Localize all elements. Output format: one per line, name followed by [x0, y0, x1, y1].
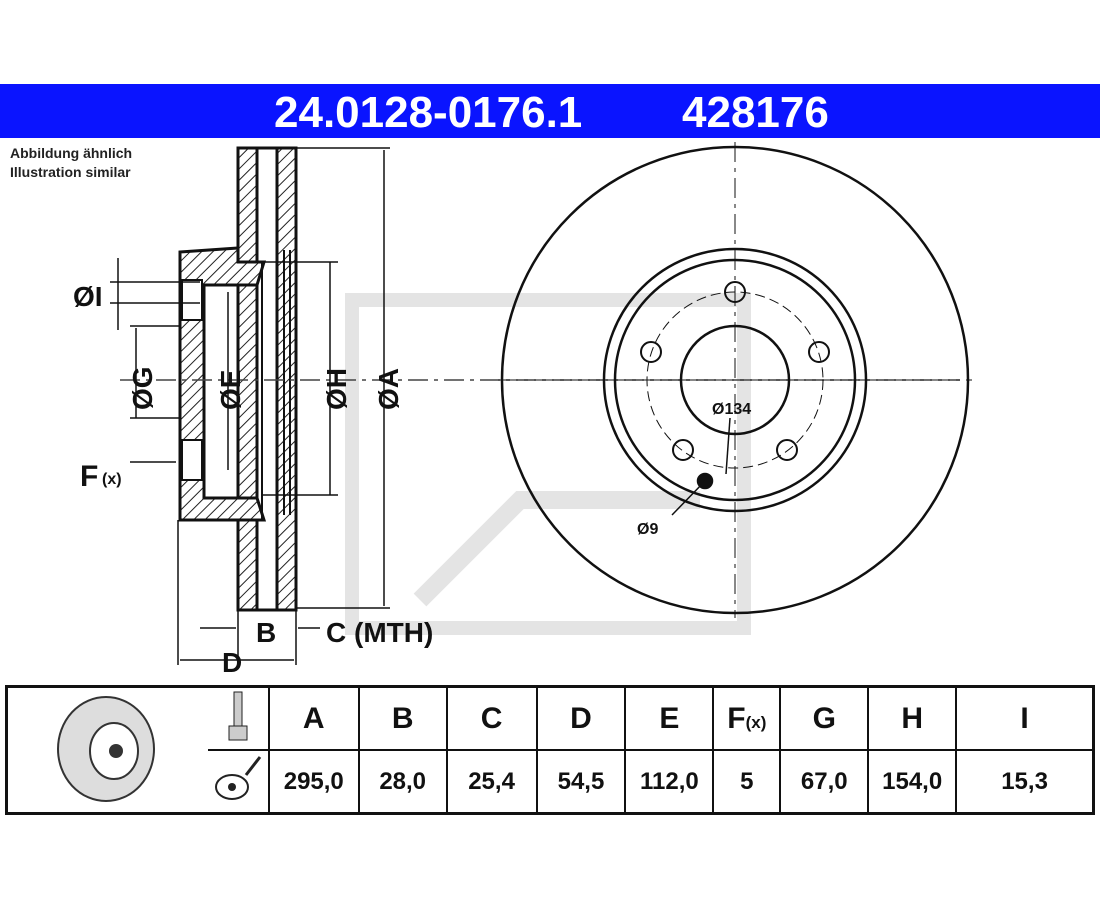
note-de: Abbildung ähnlich — [10, 145, 133, 161]
label-c: C (MTH) — [326, 617, 433, 648]
bolt-icon-cell — [207, 685, 270, 750]
label-b: B — [256, 617, 276, 648]
label-dia-a: ØA — [373, 368, 404, 410]
note-en: Illustration similar — [10, 164, 131, 180]
value-d: 54,5 — [535, 749, 627, 815]
header-f-label: F — [727, 701, 746, 735]
illustration-note: Abbildung ähnlich Illustration similar — [10, 144, 132, 182]
header-c: C — [445, 685, 538, 751]
header-f-sub: (x) — [745, 712, 767, 732]
disc-thumbnail — [5, 685, 208, 815]
mounting-icon-cell — [207, 749, 270, 815]
label-dia-g: ØG — [127, 366, 158, 410]
header-h: H — [867, 685, 958, 751]
value-i: 15,3 — [955, 749, 1095, 815]
value-b: 28,0 — [357, 749, 448, 815]
label-f-sub: (x) — [102, 471, 122, 488]
label-pcd: Ø134 — [712, 401, 751, 418]
header-a: A — [267, 685, 360, 751]
short-number: 428176 — [682, 88, 829, 137]
dimension-lines — [110, 147, 960, 665]
technical-drawing: ØI ØG ØE ØH ØA F (x) B C (MTH) D Ø134 Ø9 — [73, 142, 972, 678]
header-d: D — [535, 685, 627, 751]
label-f: F — [80, 460, 98, 493]
value-e: 112,0 — [624, 749, 715, 815]
label-dia-i: ØI — [73, 281, 103, 312]
value-h: 154,0 — [867, 749, 958, 815]
header-e: E — [624, 685, 715, 751]
bolt-icon — [228, 691, 248, 741]
label-d: D — [222, 647, 242, 678]
header-g: G — [779, 685, 870, 751]
front-view — [498, 142, 972, 618]
bolt-holes — [640, 281, 830, 461]
spec-table: A B C D E F(x) G H I 295,0 28,0 25,4 54,… — [5, 685, 1095, 815]
header-b: B — [357, 685, 448, 751]
ate-watermark — [345, 293, 751, 635]
title-bar: 24.0128-0176.1 428176 — [0, 84, 1100, 138]
value-f: 5 — [712, 749, 782, 815]
disc-icon — [56, 695, 155, 802]
label-dia-e: ØE — [215, 370, 246, 410]
label-hole: Ø9 — [637, 521, 658, 538]
value-a: 295,0 — [267, 749, 360, 815]
header-i: I — [955, 685, 1095, 751]
value-c: 25,4 — [445, 749, 538, 815]
value-g: 67,0 — [779, 749, 870, 815]
header-f: F(x) — [712, 685, 782, 751]
part-number: 24.0128-0176.1 — [274, 88, 583, 137]
label-dia-h: ØH — [321, 368, 352, 410]
mounting-icon — [214, 756, 261, 800]
